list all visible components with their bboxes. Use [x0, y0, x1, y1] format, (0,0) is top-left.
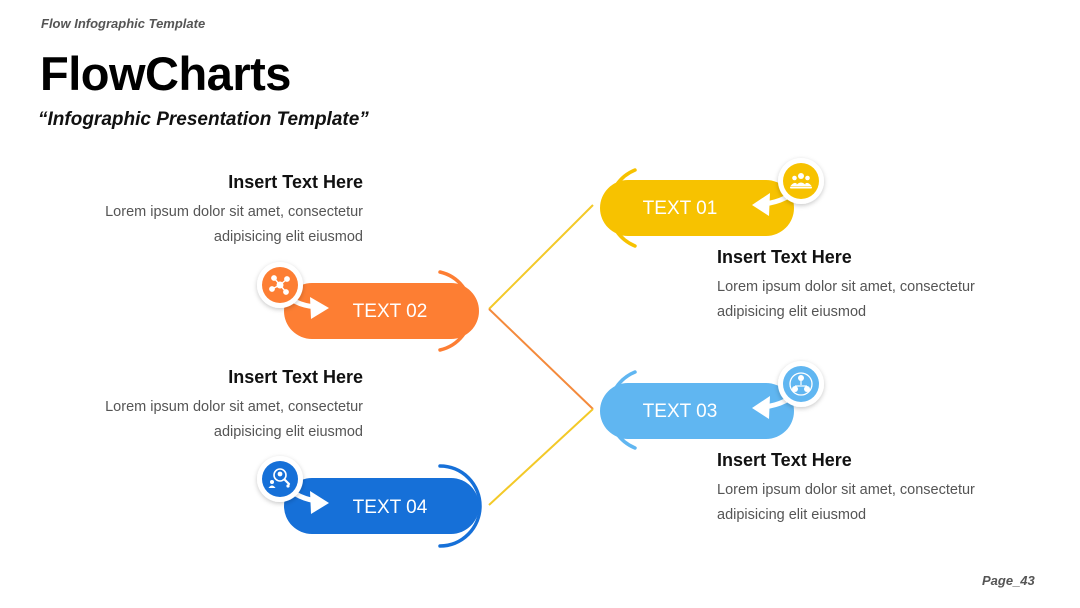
node-02-label: TEXT 02	[353, 301, 428, 322]
connector-02-03	[488, 308, 594, 410]
node-04-label: TEXT 04	[353, 497, 428, 518]
text-block-heading: Insert Text Here	[228, 172, 363, 192]
connector-02-01	[488, 204, 594, 310]
connectors	[488, 204, 594, 506]
page-subtitle: “Infographic Presentation Template”	[38, 109, 369, 130]
node-04[interactable]: TEXT 04	[257, 456, 482, 548]
team-icon	[790, 173, 812, 189]
text-block-body-line: adipisicing elit eiusmod	[717, 304, 867, 320]
page-number: Page_43	[982, 573, 1035, 588]
connector-04-03	[488, 408, 594, 506]
text-block-body-line: Lorem ipsum dolor sit amet, consectetur	[717, 279, 975, 295]
top-label: Flow Infographic Template	[41, 16, 206, 31]
node-01-arrowhead	[752, 193, 770, 216]
node-02[interactable]: TEXT 02	[257, 262, 479, 352]
node-01-label: TEXT 01	[643, 198, 718, 219]
text-block-body-line: Lorem ipsum dolor sit amet, consectetur	[717, 482, 975, 498]
people-search-icon	[268, 468, 291, 488]
node-03-pill	[600, 383, 794, 439]
text-block-3: Insert Text Here Lorem ipsum dolor sit a…	[717, 247, 1017, 325]
node-01[interactable]: TEXT 01	[600, 158, 824, 248]
node-02-pill	[284, 283, 479, 339]
hierarchy-icon	[789, 372, 813, 396]
text-block-4: Insert Text Here Lorem ipsum dolor sit a…	[717, 450, 1017, 528]
text-block-body-line: Lorem ipsum dolor sit amet, consectetur	[105, 204, 363, 220]
node-02-arrowhead	[310, 297, 329, 319]
node-03[interactable]: TEXT 03	[600, 361, 824, 450]
node-01-pill	[600, 180, 794, 236]
node-03-arrowhead	[752, 396, 770, 419]
text-block-heading: Insert Text Here	[717, 450, 852, 470]
text-block-heading: Insert Text Here	[228, 367, 363, 387]
text-block-body-line: adipisicing elit eiusmod	[717, 507, 867, 523]
node-04-pill	[284, 478, 479, 534]
node-04-arc	[438, 464, 482, 548]
node-03-label: TEXT 03	[643, 401, 718, 422]
text-block-body-line: adipisicing elit eiusmod	[213, 424, 363, 440]
text-block-body-line: Lorem ipsum dolor sit amet, consectetur	[105, 399, 363, 415]
node-04-arrowhead	[310, 491, 329, 514]
text-block-2: Insert Text Here Lorem ipsum dolor sit a…	[63, 367, 363, 445]
page-title: FlowCharts	[40, 47, 291, 100]
text-block-body-line: adipisicing elit eiusmod	[213, 229, 363, 245]
network-icon	[269, 275, 290, 295]
text-block-1: Insert Text Here Lorem ipsum dolor sit a…	[63, 172, 363, 250]
text-block-heading: Insert Text Here	[717, 247, 852, 267]
